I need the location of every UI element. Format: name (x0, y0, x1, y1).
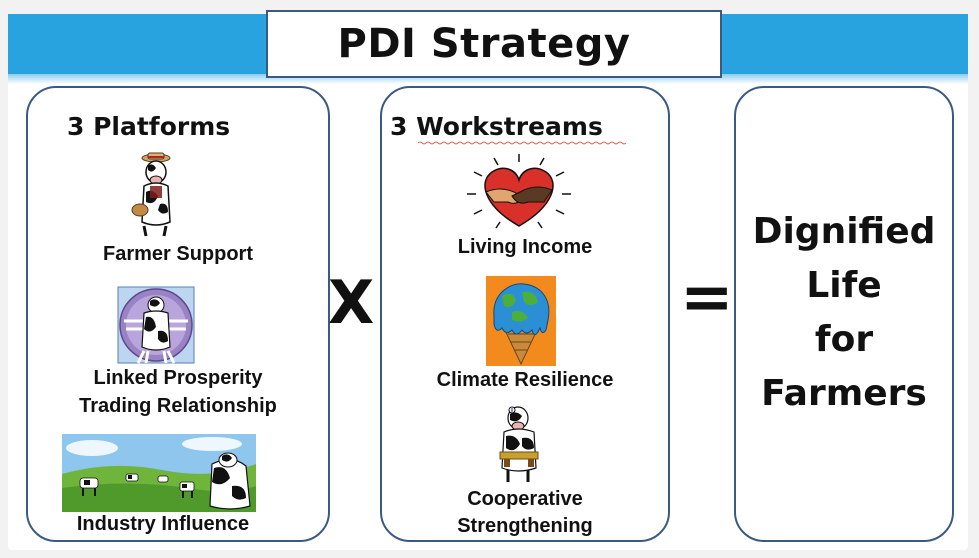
top-band-fade (8, 74, 968, 84)
result-panel (734, 86, 954, 542)
linked-prosperity-label: Linked Prosperity (93, 367, 263, 389)
page-title: PDI Strategy (337, 21, 631, 67)
multiply-operator: X (328, 268, 375, 338)
melting-earth-cone-icon (486, 276, 556, 366)
tool-belt-cow-icon (499, 406, 539, 482)
title-box: PDI Strategy (266, 10, 722, 78)
equals-operator: = (680, 261, 734, 335)
spellcheck-underline (418, 141, 626, 145)
result-line-for: for (814, 319, 874, 360)
vitruvian-cow-icon (117, 286, 195, 364)
handshake-heart-icon (467, 154, 571, 229)
result-line-farmers: Farmers (761, 373, 927, 414)
farmer-cow-icon (131, 152, 171, 237)
cooperative-label: Cooperative (467, 488, 583, 510)
industry-influence-label: Industry Influence (76, 513, 250, 535)
strengthening-label: Strengthening (457, 515, 593, 537)
farmer-support-label: Farmer Support (102, 243, 254, 265)
pasture-cows-icon (62, 434, 256, 512)
trading-relationship-label: Trading Relationship (79, 395, 277, 417)
living-income-label: Living Income (457, 236, 593, 258)
result-text: Dignified Life for Farmers (734, 205, 954, 421)
workstreams-heading: 3 Workstreams (390, 112, 603, 141)
result-line-dignified: Dignified (752, 211, 936, 252)
climate-resilience-label: Climate Resilience (436, 369, 614, 391)
platforms-heading: 3 Platforms (67, 112, 231, 141)
result-line-life: Life (806, 265, 882, 306)
